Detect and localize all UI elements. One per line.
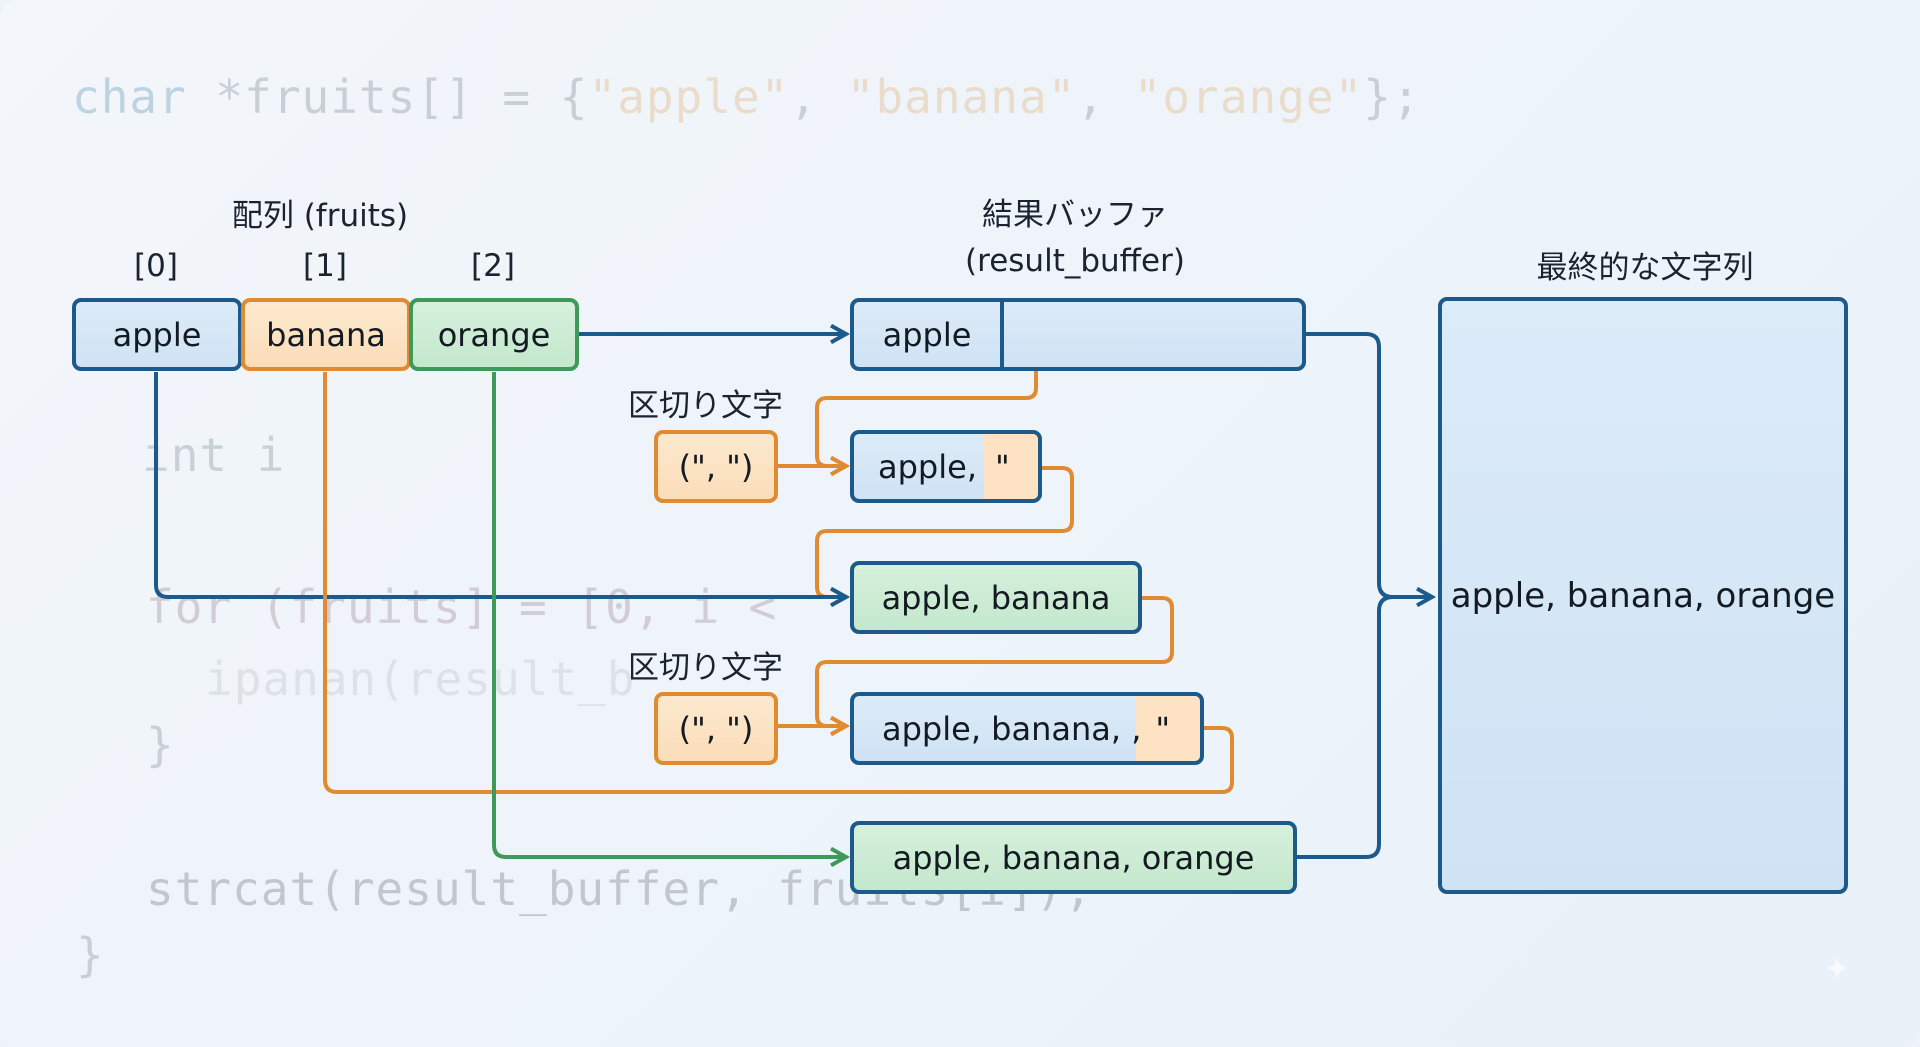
code-line-close-brace: } <box>146 718 175 772</box>
buffer-title: 結果バッファ (result_buffer) <box>900 192 1250 284</box>
code-text: *fruits[] = { <box>186 70 589 124</box>
array-title: 配列 (fruits) <box>231 198 409 234</box>
step-1-delimiter-tail <box>984 434 1038 499</box>
code-line-body: ipanan(result_b <box>205 652 636 706</box>
array-index-0: [0] <box>134 248 178 284</box>
delimiter-label-2: 区切り文字 <box>628 650 783 686</box>
code-text: , <box>1076 70 1134 124</box>
code-line-declaration: char *fruits[] = {"apple", "banana", "or… <box>72 70 1421 124</box>
arrow-buffer-to-result <box>1306 332 1432 597</box>
delimiter-label-1: 区切り文字 <box>628 388 783 424</box>
arrow-apple-to-step2 <box>154 372 846 597</box>
arrow-banana-to-step3 <box>323 372 1234 794</box>
code-string: "banana" <box>846 70 1077 124</box>
result-buffer: apple <box>850 298 1306 371</box>
buffer-title-jp: 結果バッファ <box>982 197 1168 233</box>
array-index-1: [1] <box>303 248 347 284</box>
arrow-step1-to-step2 <box>815 466 1074 597</box>
step-3-quote: " <box>1155 709 1171 748</box>
step-1-text: apple, <box>878 447 977 486</box>
step-3-text: apple, banana, , <box>882 709 1142 748</box>
step-box-2: apple, banana <box>850 561 1142 634</box>
arrow-step4-to-result <box>1297 595 1394 859</box>
code-string: "apple" <box>588 70 790 124</box>
delimiter-box-1: (", ") <box>654 430 778 503</box>
array-cell-apple: apple <box>72 298 242 371</box>
array-index-2: [2] <box>471 248 515 284</box>
buffer-cell-apple: apple <box>854 302 1004 367</box>
step-box-4: apple, banana, orange <box>850 821 1297 894</box>
code-line-for: for (fruits] = [0, i < <box>146 580 806 634</box>
arrow-orange-to-step4 <box>492 372 846 857</box>
delimiter-box-2: (", ") <box>654 692 778 765</box>
arrow-step2-to-step3 <box>815 596 1174 726</box>
step-box-3: apple, banana, , " <box>850 692 1204 765</box>
step-1-quote: " <box>994 447 1010 486</box>
code-string: "orange" <box>1133 70 1364 124</box>
array-cell-banana: banana <box>241 298 411 371</box>
step-3-delimiter-tail <box>1136 696 1200 761</box>
code-text: , <box>789 70 847 124</box>
code-text: }; <box>1363 70 1421 124</box>
code-keyword: char <box>72 70 187 124</box>
sparkle-icon: ✦ <box>1824 952 1850 987</box>
code-line-end-brace: } <box>76 928 105 982</box>
array-cell-orange: orange <box>409 298 579 371</box>
result-title: 最終的な文字列 <box>1536 250 1754 286</box>
step-box-1: apple, " <box>850 430 1042 503</box>
final-string-box: apple, banana, orange <box>1438 297 1848 894</box>
buffer-title-en: (result_buffer) <box>965 243 1185 279</box>
